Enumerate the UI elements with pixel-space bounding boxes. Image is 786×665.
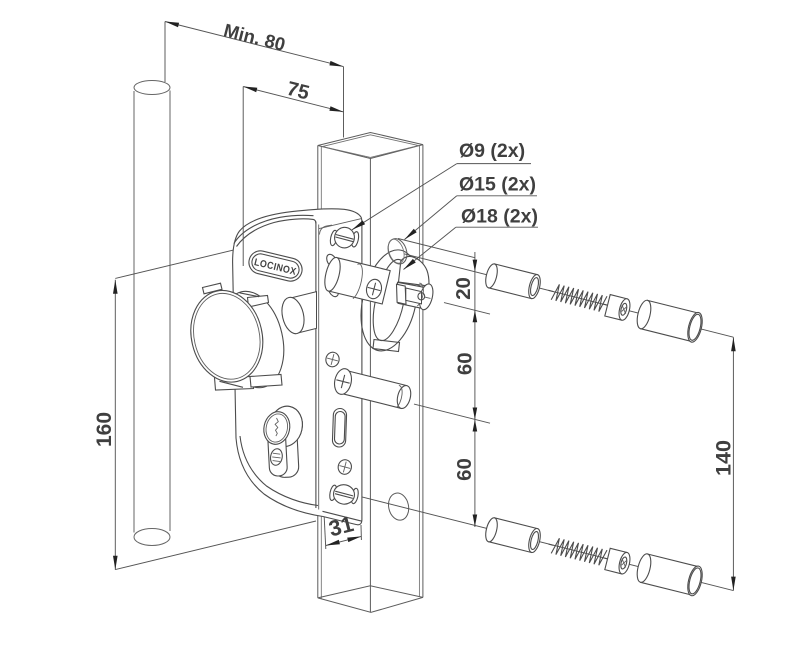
svg-text:60: 60 <box>453 458 476 481</box>
svg-text:140: 140 <box>712 440 736 476</box>
svg-text:31: 31 <box>326 511 356 541</box>
svg-text:60: 60 <box>454 352 477 375</box>
svg-text:75: 75 <box>284 78 311 105</box>
svg-text:Ø15 (2x): Ø15 (2x) <box>459 174 536 196</box>
svg-text:Ø9 (2x): Ø9 (2x) <box>459 140 525 162</box>
svg-text:160: 160 <box>93 412 116 447</box>
svg-text:20: 20 <box>452 277 475 300</box>
svg-text:Ø18 (2x): Ø18 (2x) <box>461 206 538 228</box>
